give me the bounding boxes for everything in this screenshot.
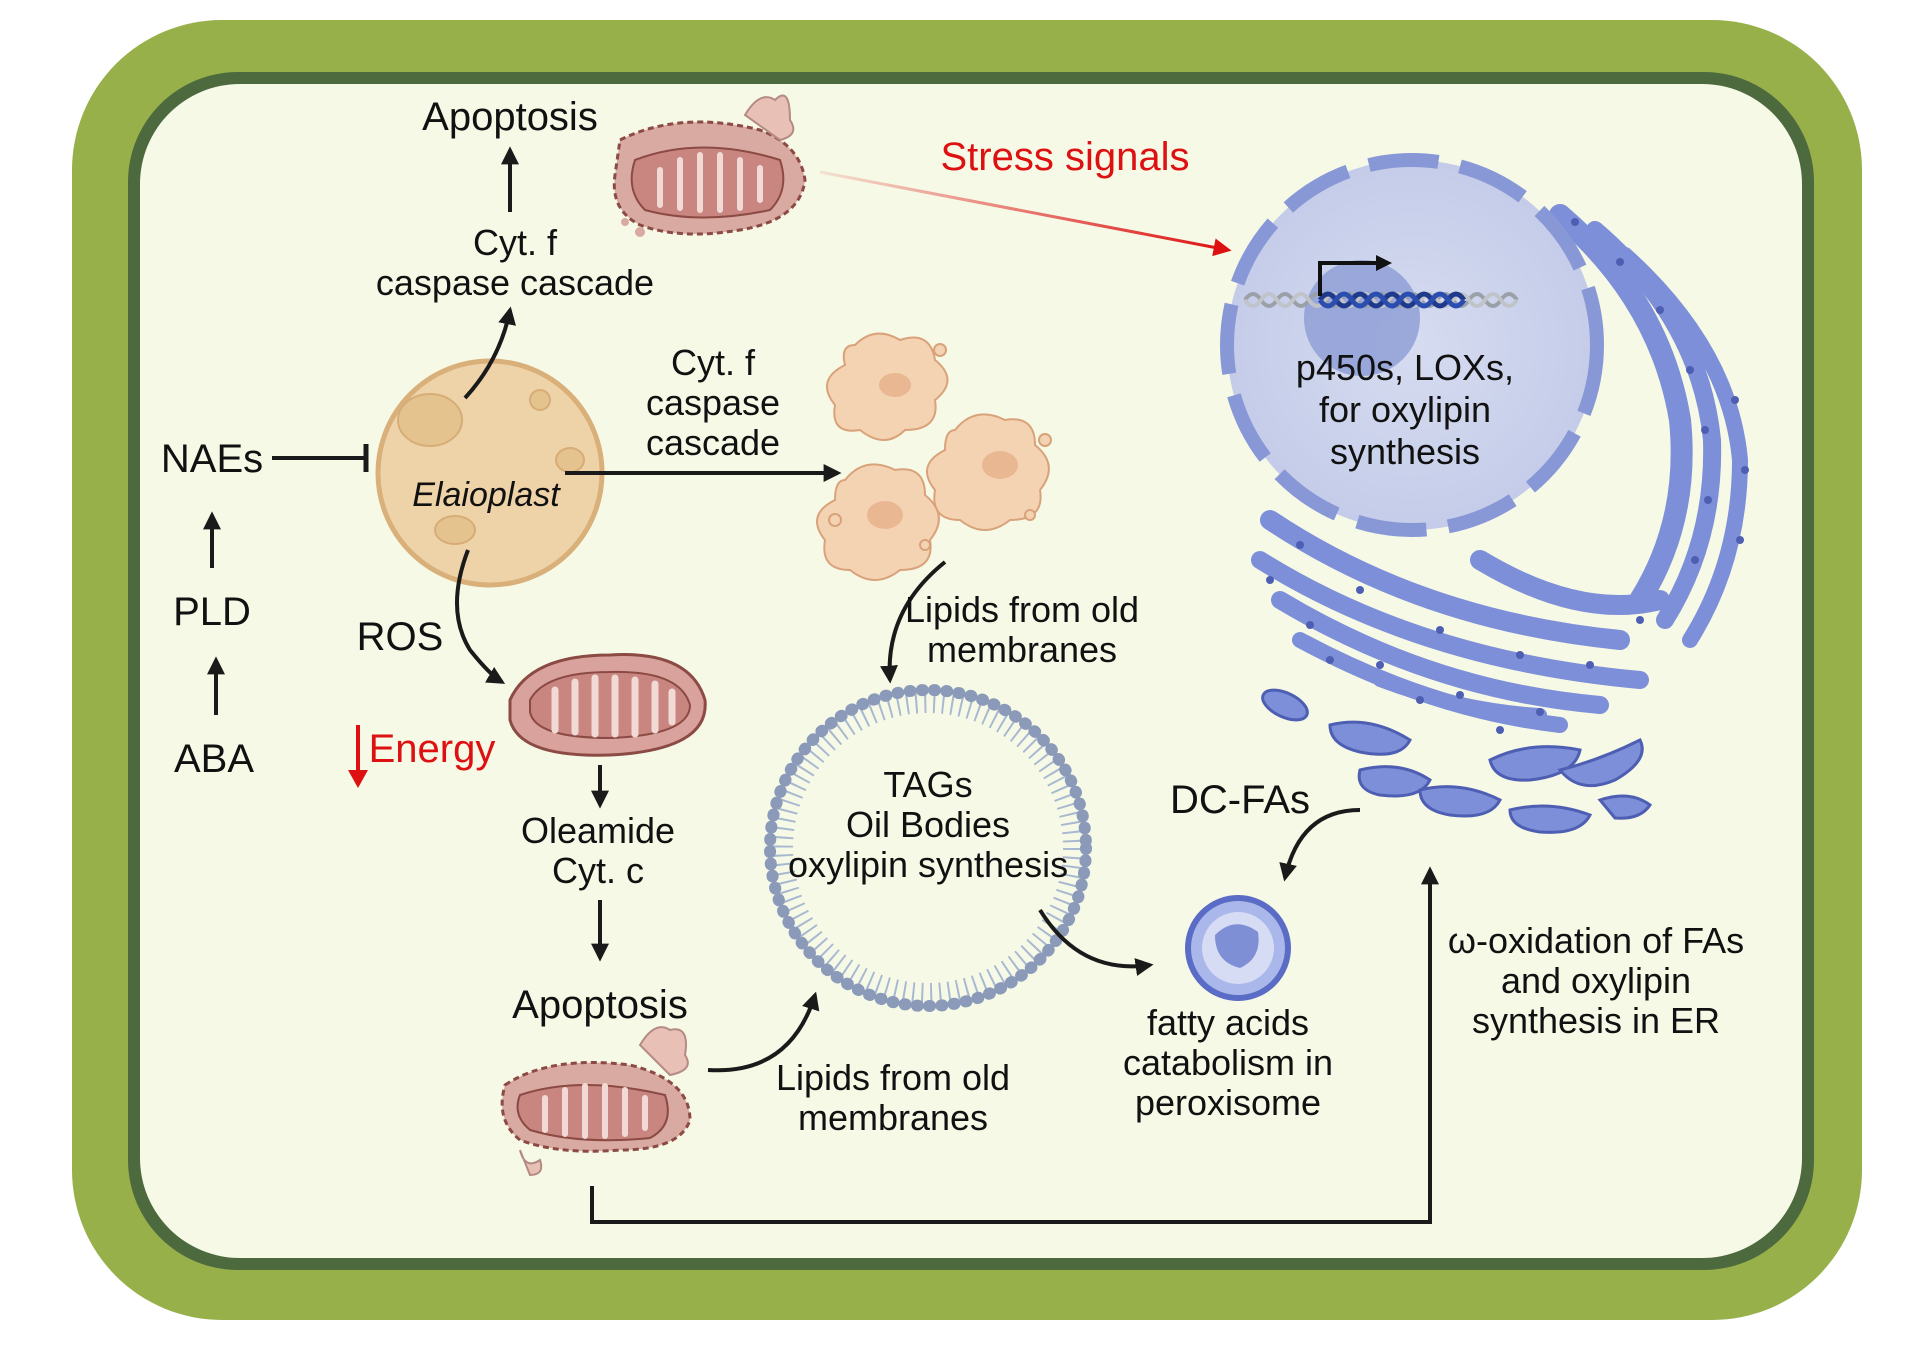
label-oil-1: TAGs (883, 764, 972, 805)
oil-body (764, 684, 1092, 1012)
label-omega-1: ω-oxidation of FAs (1448, 920, 1744, 961)
stress-signal-arrow (819, 170, 1232, 257)
label-cyt-f-mid-2: caspase (646, 382, 780, 423)
label-oil-3: oxylipin synthesis (788, 844, 1068, 885)
nucleolus (1304, 260, 1420, 376)
label-aba: ABA (174, 737, 254, 781)
label-nucleus-3: synthesis (1330, 431, 1480, 472)
label-nae: NAEs (161, 437, 263, 481)
label-stress-signals: Stress signals (941, 135, 1190, 179)
label-elaioplast: Elaioplast (412, 476, 561, 514)
smooth-er-fragments (1261, 688, 1653, 834)
label-cyt-f-top-1: Cyt. f (473, 222, 558, 263)
arrows (203, 146, 1439, 1224)
damaged-mitochondrion-bottom (500, 1026, 692, 1177)
label-cyt-f-mid-3: cascade (646, 422, 780, 463)
endoplasmic-reticulum (1251, 204, 1749, 733)
transcription-start-arrow (1318, 261, 1378, 296)
label-omega-3: synthesis in ER (1472, 1000, 1720, 1041)
peroxisome (1185, 895, 1291, 1001)
label-peroxisome-2: catabolism in (1123, 1042, 1333, 1083)
label-lipids-top-1: Lipids from old (905, 589, 1139, 630)
damaged-mitochondrion-top (612, 94, 807, 237)
label-cyt-f-top-2: caspase cascade (376, 262, 654, 303)
label-cyt-c: Cyt. c (552, 850, 644, 891)
label-peroxisome-1: fatty acids (1147, 1002, 1309, 1043)
nucleus (1220, 153, 1604, 537)
label-nucleus-1: p450s, LOXs, (1296, 347, 1514, 388)
label-oil-2: Oil Bodies (846, 804, 1010, 845)
oil-body-aggregates (816, 332, 1052, 581)
label-lipids-top-2: membranes (927, 629, 1117, 670)
label-peroxisome-3: peroxisome (1135, 1082, 1321, 1123)
label-lipids-bottom-2: membranes (798, 1097, 988, 1138)
label-apoptosis-bottom: Apoptosis (512, 983, 688, 1027)
energy-down-arrow (348, 725, 368, 788)
label-cyt-f-mid-1: Cyt. f (671, 342, 756, 383)
label-lipids-bottom-1: Lipids from old (776, 1057, 1010, 1098)
label-nucleus-2: for oxylipin (1319, 389, 1491, 430)
er-ribosomes (1266, 218, 1749, 734)
label-energy: Energy (369, 727, 496, 771)
label-dcfa: DC-FAs (1170, 778, 1310, 822)
label-oleamide: Oleamide (521, 810, 675, 851)
label-omega-2: and oxylipin (1501, 960, 1691, 1001)
label-ros: ROS (357, 615, 444, 659)
label-apoptosis-top: Apoptosis (422, 95, 598, 139)
label-pld: PLD (173, 590, 251, 634)
mitochondrion (508, 653, 707, 757)
